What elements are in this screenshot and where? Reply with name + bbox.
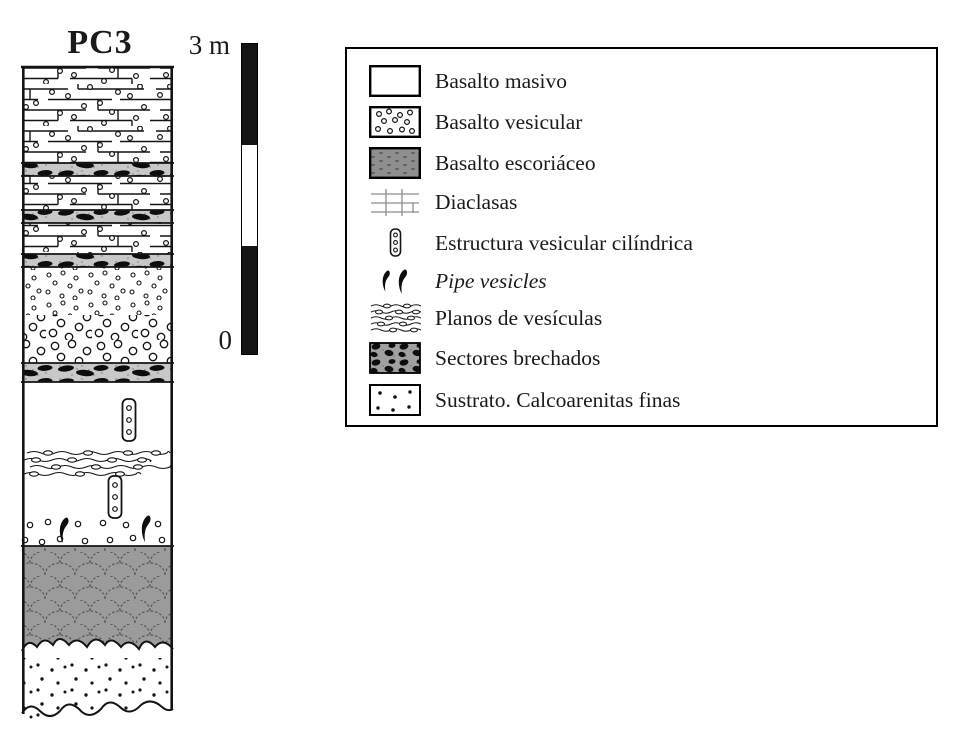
planos-de-vesiculas-swatch-icon	[367, 301, 423, 335]
pipe-vesicles-swatch-icon	[367, 264, 423, 298]
legend-row-basalto-masivo: Basalto masivo	[367, 64, 567, 98]
scale-bar	[241, 43, 258, 355]
estructura-vesicular-cilindrica-swatch-icon	[367, 226, 423, 260]
sustrato-swatch-icon	[367, 383, 423, 417]
basalto-escoriaceo-swatch-icon	[367, 146, 423, 180]
legend-row-diaclasas: Diaclasas	[367, 185, 517, 219]
legend-label: Diaclasas	[435, 189, 518, 214]
legend-label: Basalto vesicular	[435, 109, 583, 134]
scale-bar-segment	[242, 145, 257, 246]
legend-label: Sectores brechados	[435, 345, 601, 370]
legend-label: Basalto escoriáceo	[435, 150, 596, 175]
basalto-vesicular-swatch-icon	[367, 105, 423, 139]
column-title: PC3	[67, 24, 133, 61]
scale-bottom-label: 0	[218, 325, 233, 355]
scale-bar-segment	[242, 246, 257, 354]
legend-row-basalto-escoriaceo: Basalto escoriáceo	[367, 146, 596, 180]
legend-label: Pipe vesicles	[435, 268, 547, 293]
legend-label: Planos de vesículas	[435, 305, 603, 330]
legend-label: Estructura vesicular cilíndrica	[435, 230, 693, 255]
legend-label: Sustrato. Calcoarenitas finas	[435, 387, 681, 412]
legend-row-sectores-brechados: Sectores brechados	[367, 341, 600, 375]
scale-top-label: 3 m	[188, 30, 230, 60]
legend-box: Basalto masivo Basalto vesicular	[345, 47, 938, 427]
scale-bar-segment	[242, 44, 257, 145]
legend-label: Basalto masivo	[435, 68, 567, 93]
legend-row-estructura-vesicular-cilindrica: Estructura vesicular cilíndrica	[367, 226, 693, 260]
legend-row-planos-de-vesiculas: Planos de vesículas	[367, 301, 602, 335]
legend-row-sustrato: Sustrato. Calcoarenitas finas	[367, 383, 680, 417]
basalto-masivo-swatch-icon	[367, 64, 423, 98]
legend-row-pipe-vesicles: Pipe vesicles	[367, 264, 547, 298]
diaclasas-swatch-icon	[367, 185, 423, 219]
legend-row-basalto-vesicular: Basalto vesicular	[367, 105, 582, 139]
sectores-brechados-swatch-icon	[367, 341, 423, 375]
